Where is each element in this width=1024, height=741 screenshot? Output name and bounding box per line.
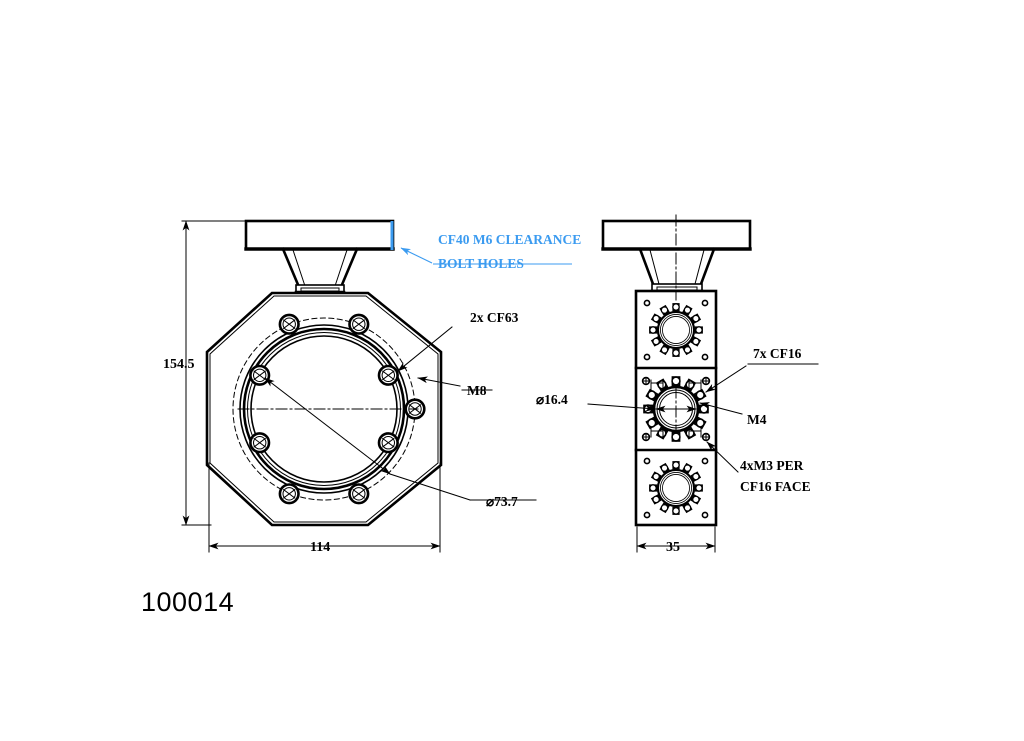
cf40-note-line2: BOLT HOLES (438, 256, 524, 271)
neck-base-collar (294, 284, 346, 294)
port-bore-leader (587, 403, 656, 412)
corner-holes-bottom (643, 457, 709, 519)
m3-note-line1: 4xM3 PER (740, 458, 804, 473)
bolt-boss (377, 432, 399, 454)
bolt-boss (278, 313, 300, 335)
cf16-note-label: 7x CF16 (753, 346, 802, 361)
side-view (587, 214, 819, 553)
part-number: 100014 (141, 587, 234, 617)
dim-label-width: 114 (310, 540, 330, 555)
bolt-boss (278, 483, 300, 505)
cf63-leader (397, 326, 453, 372)
m4-leader (699, 402, 743, 415)
bolt-boss (348, 483, 370, 505)
dim-width-114 (208, 462, 441, 553)
cf63-note-label: 2x CF63 (470, 310, 519, 325)
m3-note-line2: CF16 FACE (740, 479, 811, 494)
bolt-boss (348, 313, 370, 335)
front-view (181, 219, 572, 553)
dim-height-154 (181, 220, 251, 526)
bolt-boss (249, 432, 271, 454)
dim-label-depth: 35 (666, 540, 680, 555)
conical-neck-side (638, 247, 716, 286)
bore-diameter-label: ⌀73.7 (486, 494, 518, 509)
port-bore-diameter-label: ⌀16.4 (536, 392, 568, 407)
tapped-hole-marks-middle (650, 379, 702, 438)
bolt-boss (377, 364, 399, 386)
cf16-port-face-middle (642, 375, 710, 443)
dim-label-height: 154.5 (163, 357, 195, 372)
dim-depth-35 (636, 526, 716, 553)
m4-note-label: M4 (747, 412, 767, 427)
bolt-boss (249, 364, 271, 386)
corner-holes-top (643, 299, 709, 361)
m8-leader (417, 376, 493, 391)
m8-note-label: M8 (467, 383, 487, 398)
cf40-note-line1: CF40 M6 CLEARANCE (438, 232, 581, 247)
cf16-leader (705, 363, 819, 393)
m3-leader (706, 441, 739, 473)
corner-holes-middle (641, 376, 711, 442)
cf40-top-flange (244, 219, 395, 251)
conical-neck (281, 247, 359, 289)
bore-diameter-leader (264, 377, 537, 501)
cf40-annotation-leader (390, 221, 572, 265)
